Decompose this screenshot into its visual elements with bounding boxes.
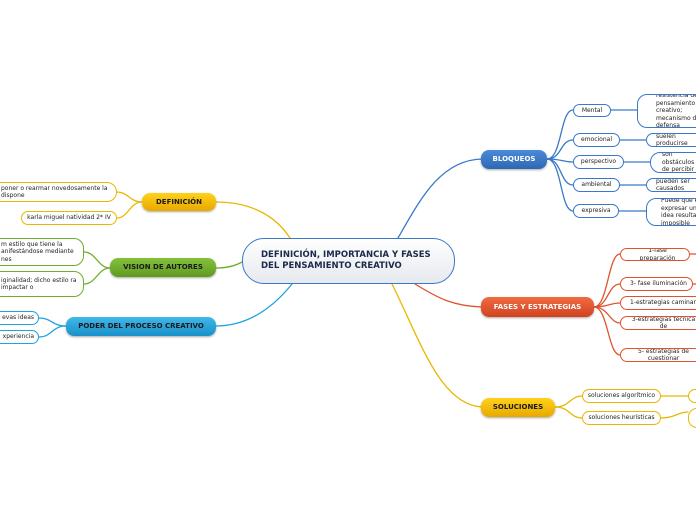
bloqueos-mental-detail[interactable]: es una resistencia del pensamiento creat… [637, 94, 696, 128]
fase-preparacion[interactable]: 1-fase preparación [620, 248, 690, 261]
vision-autor-2[interactable]: iginalidad; dicho estilo ra impactar o [0, 271, 84, 297]
link-bloqueos [397, 158, 483, 239]
soluciones-algoritmico[interactable]: soluciones algorítmico [582, 389, 661, 403]
central-topic-label: DEFINICIÓN, IMPORTANCIA Y FASES DEL PENS… [261, 250, 431, 271]
bloqueos-perspectivo-detail[interactable]: son obstáculos de percibir el [650, 152, 696, 173]
soluciones-heuristicas[interactable]: soluciones heurísticas [582, 411, 661, 425]
estrategia-caminar[interactable]: 1-estrategias caminar [620, 296, 696, 310]
bloqueos-mental[interactable]: Mental [573, 104, 611, 117]
central-topic[interactable]: DEFINICIÓN, IMPORTANCIA Y FASES DEL PENS… [242, 238, 455, 284]
fase-iluminacion[interactable]: 3- fase iluminación [620, 277, 693, 291]
definicion-text[interactable]: poner o rearmar novedosamente la dispone [0, 182, 117, 202]
estrategia-tecnica[interactable]: 3-estrategias técnica de [620, 316, 696, 330]
bloqueos-expresiva-detail[interactable]: Puede que el expresar una idea resulta i… [646, 198, 696, 226]
branch-vision-autores[interactable]: VISION DE AUTORES [110, 258, 216, 277]
bloqueos-emocional-detail[interactable]: suelen producirse [646, 133, 696, 147]
branch-fases-estrategias[interactable]: FASES Y ESTRATEGIAS [481, 297, 594, 317]
link-vision [215, 261, 243, 269]
bloqueos-expresiva[interactable]: expresiva [573, 204, 619, 218]
branch-definicion[interactable]: DEFINICIÓN [142, 193, 216, 211]
branch-poder-proceso[interactable]: PODER DEL PROCESO CREATIVO [66, 317, 216, 336]
estrategia-cuestionar[interactable]: 5- estrategias de cuestionar [620, 348, 696, 362]
bloqueos-ambiental[interactable]: ambiental [573, 178, 620, 192]
link-poder [215, 283, 293, 327]
bloqueos-perspectivo[interactable]: perspectivo [573, 155, 624, 169]
poder-experiencia[interactable]: xperiencia [0, 330, 39, 344]
branch-soluciones[interactable]: SOLUCIONES [481, 398, 555, 417]
link-soluciones [391, 283, 483, 408]
bloqueos-ambiental-detail[interactable]: pueden ser causados [646, 178, 696, 192]
soluciones-algoritmico-detail[interactable] [688, 389, 696, 403]
link-fases [411, 281, 483, 308]
link-definicion [215, 201, 291, 239]
bloqueos-emocional[interactable]: emocional [573, 133, 620, 147]
definicion-autor[interactable]: karla miguel natividad 2* IV [21, 211, 117, 225]
poder-nuevas-ideas[interactable]: evas ideas [0, 311, 39, 325]
vision-autor-1[interactable]: m estilo que tiene la anifestándose medi… [0, 238, 84, 266]
branch-bloqueos[interactable]: BLOQUEOS [481, 150, 547, 169]
